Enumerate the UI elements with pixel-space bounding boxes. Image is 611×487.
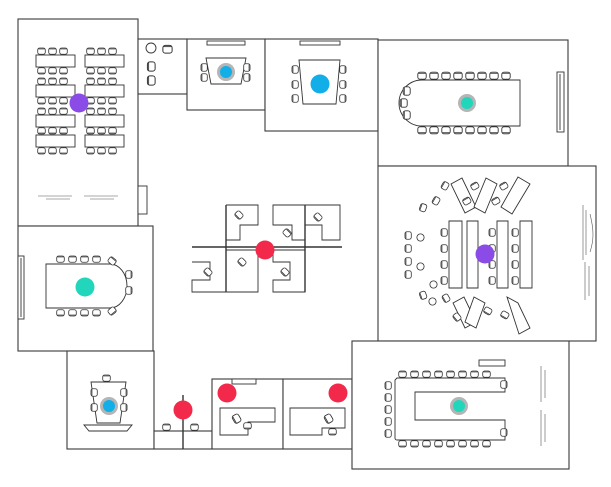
cubicle-cluster-furniture (191, 204, 342, 293)
marker-dot-blue (310, 74, 330, 94)
marker-office-south-c[interactable] (328, 383, 348, 403)
marker-open-desks-west[interactable] (69, 93, 89, 113)
marker-cubicle-cluster[interactable] (255, 240, 275, 260)
u-conference-furniture (384, 359, 546, 447)
marker-dot-blue (220, 66, 232, 78)
office-south-b-furniture (219, 378, 276, 436)
marker-office-north-b[interactable] (310, 74, 330, 94)
training-furniture (404, 176, 594, 335)
marker-u-conference[interactable] (450, 397, 468, 415)
storage-furniture (145, 42, 173, 86)
open-desks-furniture (36, 48, 148, 215)
marker-dot-teal (75, 277, 95, 297)
marker-office-north-a[interactable] (217, 63, 235, 81)
office-south-c-furniture (289, 407, 346, 436)
marker-office-south-b[interactable] (217, 383, 237, 403)
marker-dot-red (328, 383, 348, 403)
marker-boardroom-north[interactable] (458, 94, 476, 112)
status-markers (69, 63, 495, 420)
room-office-south (66, 350, 155, 450)
marker-dot-teal (453, 400, 465, 412)
marker-dot-purple (69, 93, 89, 113)
marker-dot-purple (475, 244, 495, 264)
marker-meeting-west[interactable] (75, 277, 95, 297)
marker-training-room[interactable] (475, 244, 495, 264)
marker-dot-red (173, 400, 193, 420)
marker-dot-blue (103, 400, 115, 412)
marker-dot-teal (461, 97, 473, 109)
marker-dot-red (217, 383, 237, 403)
marker-office-south[interactable] (100, 397, 118, 415)
marker-dot-red (255, 240, 275, 260)
marker-hallway-south[interactable] (173, 400, 193, 420)
